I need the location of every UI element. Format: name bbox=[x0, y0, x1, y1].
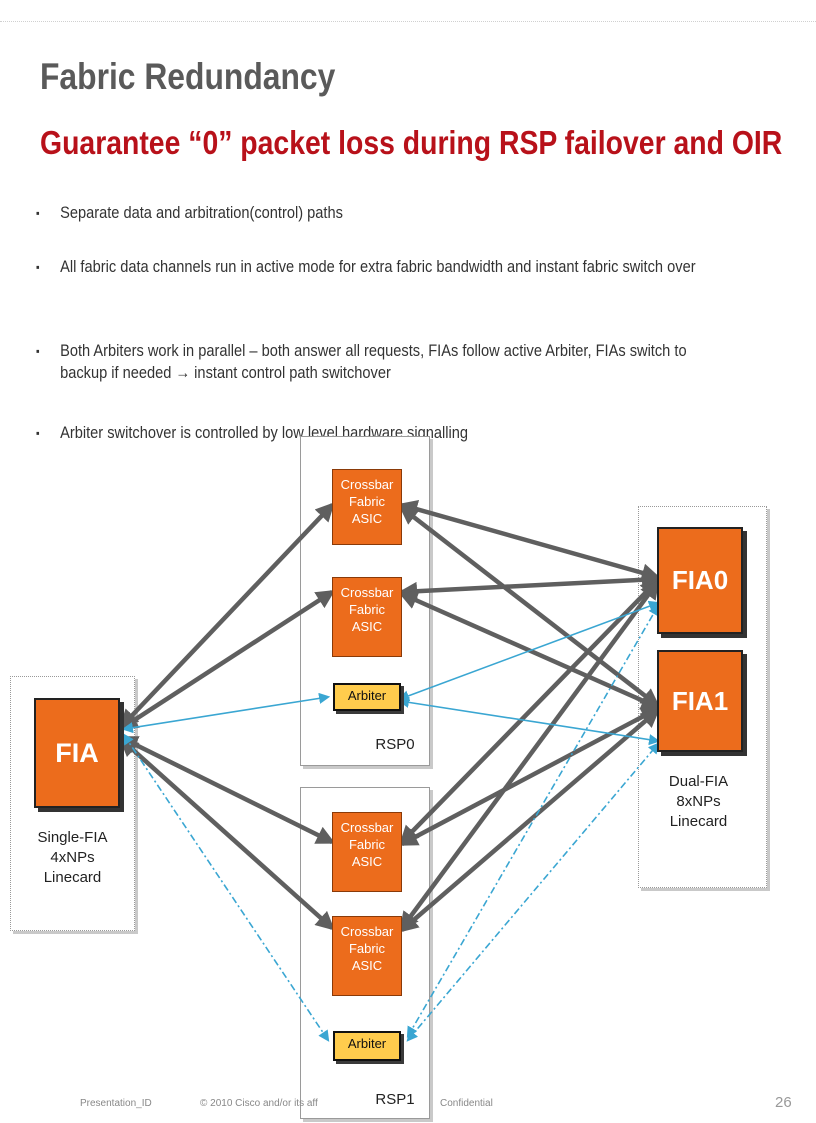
single-fia-chip: FIA bbox=[34, 698, 120, 808]
label-line: Dual-FIA bbox=[668, 773, 729, 790]
label-line: 8xNPs bbox=[676, 793, 721, 810]
control-link bbox=[397, 600, 661, 702]
data-link bbox=[399, 708, 660, 933]
rsp0-crossbar-asic-1: Crossbar Fabric ASIC bbox=[332, 469, 402, 545]
data-link bbox=[119, 502, 335, 729]
backup-control-link bbox=[122, 733, 330, 1042]
footer-presentation-id: Presentation_ID bbox=[80, 1098, 152, 1109]
data-link bbox=[399, 579, 660, 932]
data-link bbox=[398, 570, 661, 601]
fia1-chip: FIA1 bbox=[657, 650, 743, 752]
data-link bbox=[399, 578, 660, 845]
rsp0-crossbar-asic-2: Crossbar Fabric ASIC bbox=[332, 577, 402, 657]
rsp1-label: RSP1 bbox=[375, 1091, 415, 1108]
fia0-chip: FIA0 bbox=[657, 527, 743, 634]
bullet-text: All fabric data channels run in active m… bbox=[60, 257, 696, 276]
data-link bbox=[398, 707, 661, 846]
label-line: Linecard bbox=[43, 869, 102, 886]
rsp1-crossbar-asic-1: Crossbar Fabric ASIC bbox=[332, 812, 402, 892]
label-line: 4xNPs bbox=[50, 849, 95, 866]
data-link bbox=[399, 505, 660, 708]
backup-control-link bbox=[406, 742, 660, 1042]
control-link bbox=[397, 696, 661, 746]
data-link bbox=[119, 737, 335, 931]
control-link bbox=[121, 692, 331, 734]
single-fia-label: Single-FIA 4xNPs Linecard bbox=[20, 828, 125, 888]
page-number: 26 bbox=[775, 1094, 792, 1111]
label-line: Linecard bbox=[669, 813, 728, 830]
bullet-marker: ▪ bbox=[36, 206, 40, 220]
top-divider bbox=[0, 21, 816, 22]
rsp0-arbiter: Arbiter bbox=[333, 683, 401, 711]
bullet-text: Separate data and arbitration(control) p… bbox=[60, 203, 343, 222]
label-line: Single-FIA bbox=[37, 829, 108, 846]
data-link bbox=[398, 500, 661, 582]
slide-subtitle: Guarantee “0” packet loss during RSP fai… bbox=[40, 124, 783, 161]
rsp0-label: RSP0 bbox=[375, 736, 415, 753]
bullet-text: Both Arbiters work in parallel – both an… bbox=[60, 341, 687, 382]
bullet-marker: ▪ bbox=[36, 260, 40, 274]
bullet-marker: ▪ bbox=[36, 426, 40, 440]
rsp1-arbiter: Arbiter bbox=[333, 1031, 401, 1061]
footer-confidential: Confidential bbox=[440, 1098, 493, 1109]
rsp1-crossbar-asic-2: Crossbar Fabric ASIC bbox=[332, 916, 402, 996]
bullet-marker: ▪ bbox=[36, 344, 40, 358]
slide-title: Fabric Redundancy bbox=[40, 56, 336, 97]
dual-fia-label: Dual-FIA 8xNPs Linecard bbox=[646, 772, 751, 832]
data-link bbox=[118, 735, 336, 845]
footer-copyright: © 2010 Cisco and/or its aff bbox=[200, 1098, 318, 1109]
